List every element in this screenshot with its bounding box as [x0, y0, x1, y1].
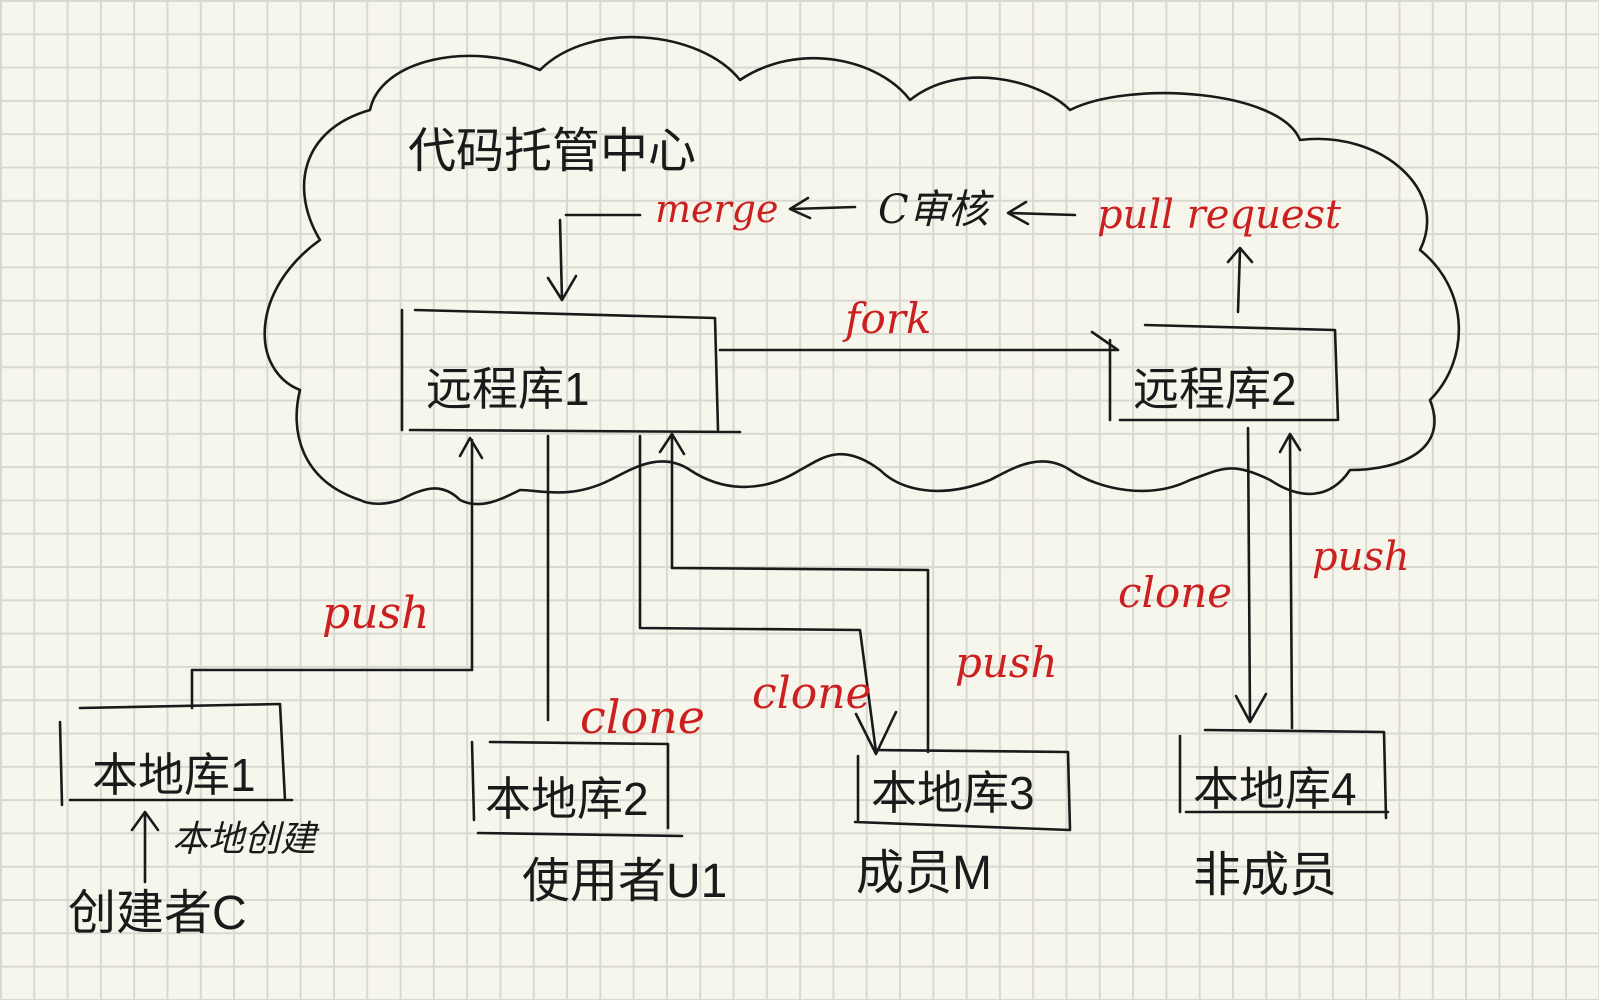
clone-m-line: [638, 434, 898, 756]
remote-repo-1-label: 远程库1: [426, 363, 590, 415]
owner-creator-c: 创建者C: [68, 887, 247, 940]
cloud-label: 代码托管中心: [408, 125, 697, 178]
review-to-merge-arrow: [788, 196, 857, 220]
push-c-line: [190, 436, 484, 710]
remote2-to-pr-arrow: [1226, 246, 1254, 314]
local-repo-2-box: [470, 740, 684, 838]
fork-arrow: [718, 330, 1120, 352]
clone-u1-label: clone: [580, 690, 706, 744]
remote-repo-1-box: [400, 308, 742, 434]
merge-arrow: [546, 213, 642, 302]
push-4-label: push: [1312, 534, 1410, 580]
clone-4-line: [1234, 426, 1268, 724]
local-repo-1-label: 本地库1: [92, 749, 256, 801]
local-repo-1-box: [58, 702, 294, 807]
remote-repo-2-label: 远程库2: [1133, 363, 1297, 415]
local-create-arrow: [130, 810, 160, 884]
fork-label: fork: [845, 294, 932, 343]
local-repo-3-box: [853, 748, 1072, 832]
push-c-label: push: [322, 588, 430, 639]
push-m-label: push: [955, 638, 1058, 687]
local-repo-3-label: 本地库3: [871, 767, 1035, 819]
clone-m-label: clone: [752, 668, 872, 719]
owner-user-u1: 使用者U1: [522, 855, 728, 908]
push-4-line: [1278, 432, 1302, 730]
owner-member-m: 成员M: [856, 847, 992, 900]
review-label: C审核: [878, 187, 989, 233]
push-m-line: [658, 432, 930, 754]
pull-request-label: pull request: [1097, 192, 1342, 238]
code-hosting-cloud: [263, 35, 1461, 506]
pr-to-review-arrow: [1006, 200, 1077, 226]
local-repo-4-label: 本地库4: [1193, 763, 1357, 815]
local-repo-4-box: [1178, 728, 1390, 820]
local-repo-2-label: 本地库2: [485, 773, 649, 825]
local-create-note: 本地创建: [172, 819, 317, 860]
clone-4-label: clone: [1118, 568, 1233, 617]
merge-label: merge: [655, 187, 779, 231]
remote-repo-2-box: [1108, 323, 1340, 422]
owner-non-member: 非成员: [1193, 849, 1338, 902]
